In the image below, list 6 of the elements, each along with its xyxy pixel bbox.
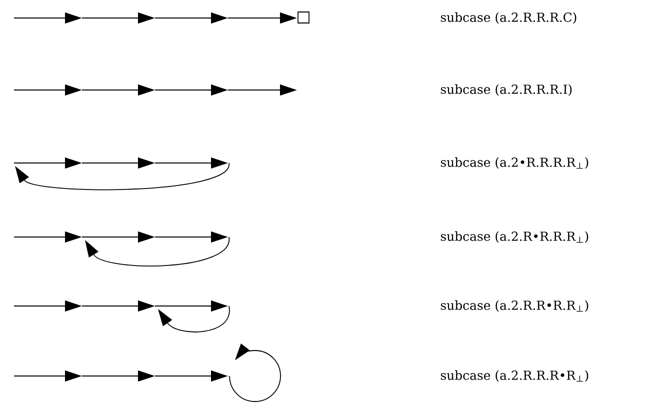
case-label: subcase (a.2•R.R.R.R$_{⊥}$): [440, 157, 588, 169]
case-label: subcase (a.2.R.R.R.I): [440, 84, 572, 96]
case-label: subcase (a.2.R.R.R•R$_{⊥}$): [440, 370, 588, 382]
case-label: subcase (a.2.R.R.R.C): [440, 12, 576, 24]
case-label: subcase (a.2.R•R.R.R$_{⊥}$): [440, 231, 588, 243]
case-label: subcase (a.2.R.R•R.R$_{⊥}$): [440, 300, 588, 312]
